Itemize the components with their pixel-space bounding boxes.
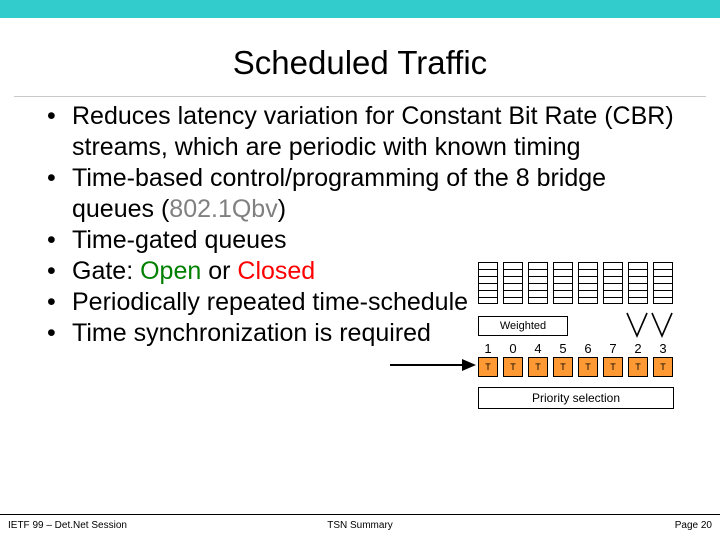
top-accent-bar	[0, 0, 720, 18]
queue-2	[528, 262, 548, 304]
gate-1: T	[503, 357, 523, 377]
bullet-text-or: or	[201, 257, 238, 285]
gate-4: T	[578, 357, 598, 377]
priority-selection-box: Priority selection	[478, 387, 674, 409]
queue-number-6: 2	[634, 341, 642, 356]
gate-2: T	[528, 357, 548, 377]
bullet-text-open: Open	[140, 257, 202, 285]
queue-7	[653, 262, 673, 304]
bullet-text-closed: Closed	[237, 257, 316, 285]
queue-6	[628, 262, 648, 304]
bullet-list: • Reduces latency variation for Constant…	[30, 101, 690, 349]
selector-v-icon-right	[651, 312, 673, 338]
queue-row	[478, 262, 674, 304]
bullet-marker: •	[47, 257, 56, 285]
bullet-text: Time-based control/programming of the 8 …	[72, 164, 607, 223]
bullet-marker: •	[47, 164, 56, 192]
gate-row: T T T T T T T T	[478, 357, 674, 377]
bullet-text-standard: 802.1Qbv	[169, 195, 278, 223]
queue-number-0: 1	[484, 341, 492, 356]
gate-6: T	[628, 357, 648, 377]
selector-v-icon-left	[626, 312, 648, 338]
list-item: • Time synchronization is required	[30, 318, 690, 349]
queue-0	[478, 262, 498, 304]
gate-arrow-icon	[390, 359, 476, 371]
gate-7: T	[653, 357, 673, 377]
weighted-selector: Weighted	[478, 316, 568, 336]
footer-divider	[0, 514, 720, 515]
list-item: • Reduces latency variation for Constant…	[30, 101, 690, 163]
queue-number-1: 0	[509, 341, 517, 356]
gate-5: T	[603, 357, 623, 377]
footer: IETF 99 – Det.Net Session TSN Summary Pa…	[0, 515, 720, 540]
scheduled-traffic-diagram: Weighted 1 0 4 5 6 7 2 3 T T T T T T T T…	[478, 262, 684, 417]
queue-number-2: 4	[534, 341, 542, 356]
queue-5	[603, 262, 623, 304]
footer-title: TSN Summary	[327, 520, 393, 531]
bullet-text: Reduces latency variation for Constant B…	[72, 102, 674, 161]
queue-number-4: 6	[584, 341, 592, 356]
bullet-text: Time-gated queues	[72, 226, 287, 254]
list-item: • Time-based control/programming of the …	[30, 163, 690, 225]
title-divider	[14, 96, 706, 97]
bullet-marker: •	[47, 319, 56, 347]
bullet-text-tail: )	[277, 195, 287, 223]
queue-number-5: 7	[609, 341, 617, 356]
gate-0: T	[478, 357, 498, 377]
bullet-marker: •	[47, 226, 56, 254]
bullet-marker: •	[47, 288, 56, 316]
queue-number-3: 5	[559, 341, 567, 356]
bullet-text: Time synchronization is required	[72, 319, 431, 347]
list-item: • Periodically repeated time-schedule	[30, 287, 690, 318]
bullet-marker: •	[47, 102, 56, 130]
queue-4	[578, 262, 598, 304]
list-item: • Gate: Open or Closed	[30, 256, 690, 287]
footer-session: IETF 99 – Det.Net Session	[8, 520, 127, 531]
page-title: Scheduled Traffic	[232, 44, 488, 81]
list-item: • Time-gated queues	[30, 225, 690, 256]
queue-number-row: 1 0 4 5 6 7 2 3	[478, 341, 674, 356]
queue-3	[553, 262, 573, 304]
bullet-text: Gate:	[72, 257, 141, 285]
queue-1	[503, 262, 523, 304]
bullet-text: Periodically repeated time-schedule	[72, 288, 469, 316]
gate-3: T	[553, 357, 573, 377]
queue-number-7: 3	[659, 341, 667, 356]
footer-page-number: Page 20	[674, 520, 712, 531]
